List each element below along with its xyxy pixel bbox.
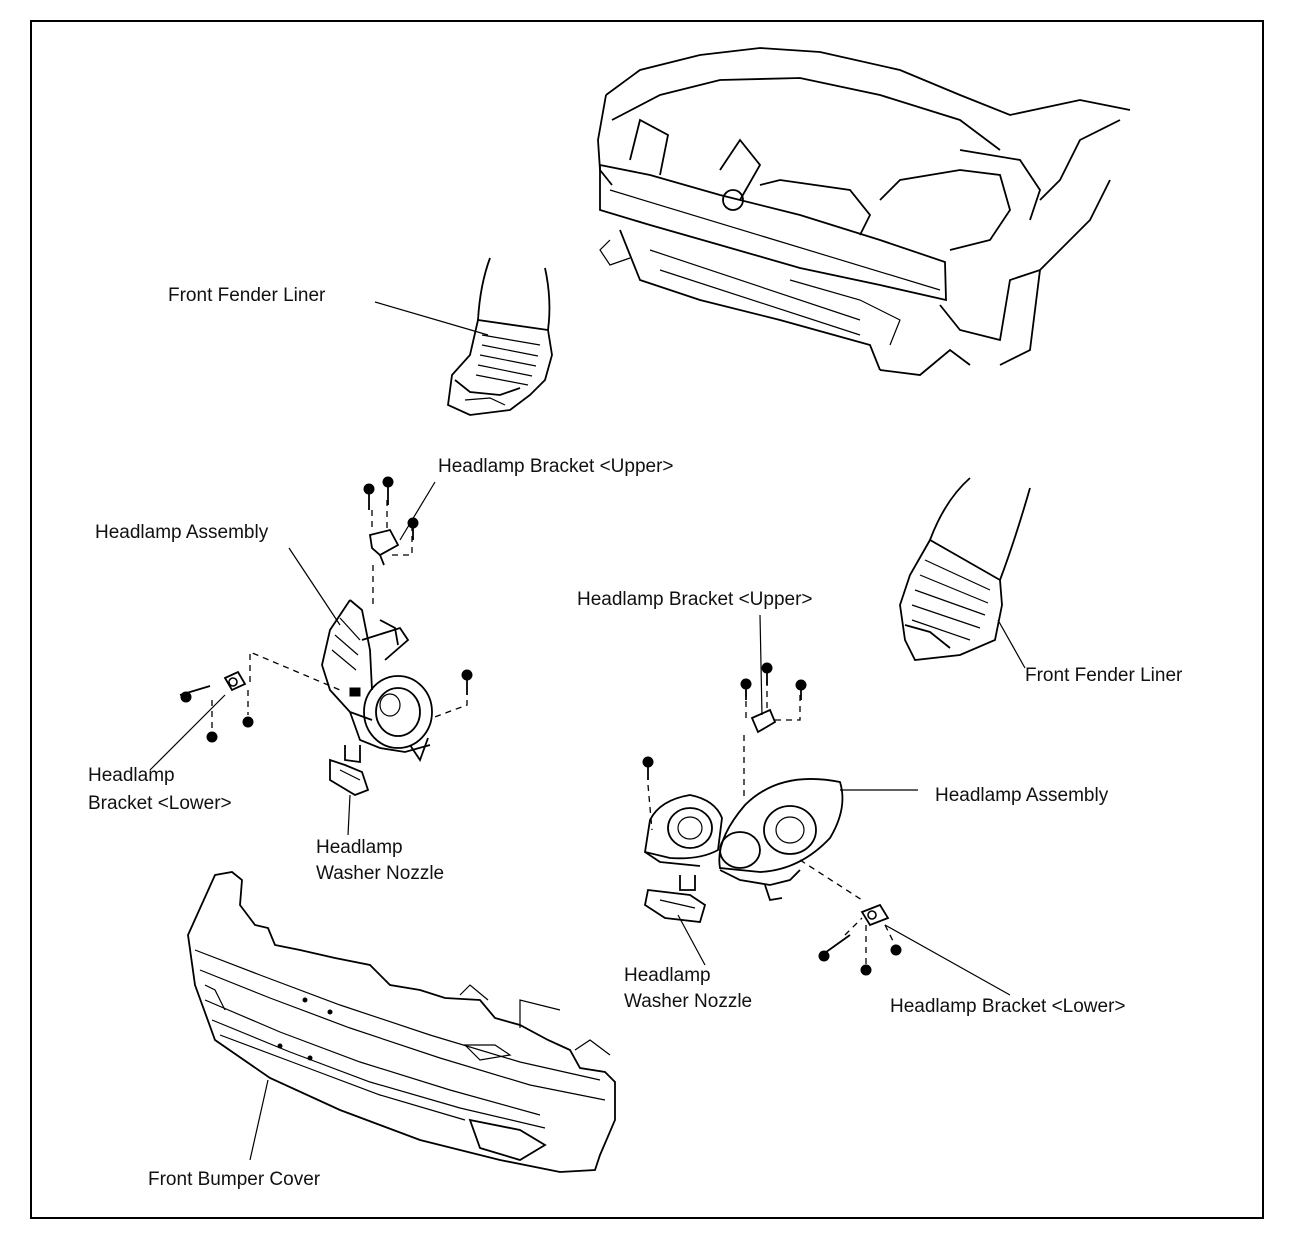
- headlamp-bracket-upper-right-part: [743, 680, 801, 800]
- front-fender-liner-right-part: [899, 477, 1031, 661]
- washer-nozzle-right-part: [643, 875, 707, 923]
- headlamp-bracket-lower-right-part: [799, 859, 902, 976]
- leader-dash-bolt-left: [431, 700, 468, 719]
- front-fender-liner-left-part: [447, 257, 553, 416]
- leader-dash-bolt-right: [647, 784, 653, 831]
- label-headlamp-bracket-lower-left-line1: Headlamp: [88, 765, 175, 786]
- headlamp-bracket-lower-left-part: [179, 651, 341, 743]
- front-bumper-cover-part: [187, 871, 616, 1173]
- washer-nozzle-left-part: [329, 745, 370, 796]
- label-headlamp-bracket-lower-right: Headlamp Bracket <Lower>: [890, 996, 1126, 1017]
- headlamp-bracket-upper-left-part: [368, 500, 413, 608]
- bolt-group-upper-left: [363, 476, 473, 695]
- leader-lines: [149, 301, 1026, 1161]
- label-front-fender-liner-left: Front Fender Liner: [168, 285, 326, 306]
- label-headlamp-bracket-upper-right: Headlamp Bracket <Upper>: [577, 589, 813, 610]
- bolt-group-upper-right: [642, 662, 807, 780]
- label-washer-nozzle-right-line1: Headlamp: [624, 965, 711, 986]
- vehicle-front-body: [597, 47, 1131, 376]
- label-headlamp-assembly-left: Headlamp Assembly: [95, 522, 269, 543]
- label-washer-nozzle-left-line1: Headlamp: [316, 837, 403, 858]
- label-headlamp-assembly-right: Headlamp Assembly: [935, 785, 1109, 806]
- headlamp-assembly-right-part: [643, 778, 844, 902]
- label-washer-nozzle-left-line2: Washer Nozzle: [316, 863, 445, 884]
- label-headlamp-bracket-upper-left: Headlamp Bracket <Upper>: [438, 456, 674, 477]
- headlamp-assembly-left-part: [321, 599, 433, 762]
- label-washer-nozzle-right-line2: Washer Nozzle: [624, 991, 753, 1012]
- label-headlamp-bracket-lower-left-line2: Bracket <Lower>: [88, 793, 232, 814]
- label-front-fender-liner-right: Front Fender Liner: [1025, 665, 1183, 686]
- label-front-bumper-cover: Front Bumper Cover: [148, 1169, 321, 1190]
- diagram-frame: [30, 20, 1264, 1219]
